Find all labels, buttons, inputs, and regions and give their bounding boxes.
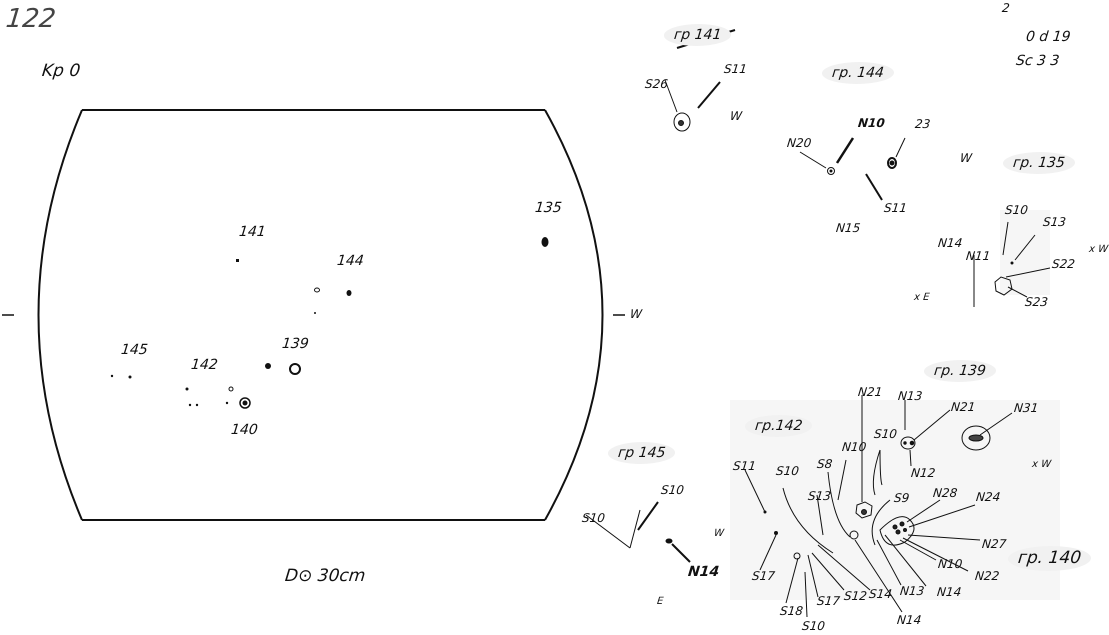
detail-label: N14: [937, 236, 963, 250]
detail-label: N24: [975, 490, 1001, 504]
detail-label: N31: [1013, 401, 1039, 415]
disk-spots: [110, 237, 549, 409]
detail-label: S17: [816, 594, 841, 608]
detail-label: N13: [897, 389, 923, 403]
solar-disk-outline: [2, 109, 625, 521]
detail-label: S26: [644, 77, 669, 91]
detail-label: W: [713, 528, 725, 539]
detail-label: W: [729, 109, 743, 123]
detail-label: N13: [899, 584, 925, 598]
detail-label: S8: [816, 457, 834, 471]
group-label-144: 144: [336, 253, 365, 269]
detail-label: S23: [1024, 295, 1049, 309]
detail-label: S13: [1042, 215, 1067, 229]
group-label-141: 141: [238, 224, 267, 240]
detail-label: S10: [660, 483, 685, 497]
detail-label: x E: [913, 292, 931, 303]
detail-label: S11: [723, 62, 748, 76]
detail-label: S10: [1004, 203, 1029, 217]
detail-label: S9: [893, 491, 911, 505]
detail-label: S10: [801, 619, 826, 633]
detail-label: S17: [751, 569, 776, 583]
detail-label: S18: [779, 604, 804, 618]
detail-background: [1000, 210, 1050, 295]
detail-label: N11: [965, 249, 991, 263]
detail-label: S13: [807, 489, 832, 503]
detail-label: S10: [581, 511, 606, 525]
detail-label: N20: [786, 136, 812, 150]
detail-label: N14: [896, 613, 922, 627]
detail-sketches: [585, 29, 1051, 618]
group-label-140: 140: [230, 422, 259, 438]
page-number: 2: [1001, 1, 1011, 15]
detail-label: S11: [732, 459, 757, 473]
detail-label: N10: [937, 557, 963, 571]
detail-label: x W: [1031, 459, 1052, 470]
detail-label: N10: [857, 116, 886, 130]
detail-label: N28: [932, 486, 958, 500]
detail-label: N21: [950, 400, 976, 414]
detail-title-140: гр. 140: [1006, 546, 1093, 571]
detail-label: W: [959, 151, 973, 165]
detail-label: N12: [910, 466, 936, 480]
disk-east-limb: [37, 109, 83, 521]
detail-label: N14: [936, 585, 962, 599]
kp-label: Kp 0: [41, 61, 82, 81]
detail-label: N22: [974, 569, 1000, 583]
sheet-number: 122: [4, 4, 58, 34]
detail-label: N10: [841, 440, 867, 454]
detail-label: 23: [914, 117, 932, 131]
observation-date: 0 d 19: [1025, 29, 1072, 45]
detail-label: x W: [1088, 244, 1109, 255]
detail-label: N15: [835, 221, 861, 235]
detail-label: S14: [868, 587, 893, 601]
group-label-135: 135: [534, 200, 563, 216]
detail-label: E: [656, 596, 664, 607]
detail-label: S10: [873, 427, 898, 441]
group-label-139: 139: [281, 336, 310, 352]
detail-label: S10: [775, 464, 800, 478]
disk-west-limb: [544, 109, 604, 521]
detail-label: S11: [883, 201, 908, 215]
detail-label: N14: [687, 564, 721, 580]
detail-label: N21: [857, 385, 883, 399]
disk-diameter: D⊙ 30cm: [284, 566, 367, 586]
detail-label: S12: [843, 589, 868, 603]
seeing-estimate: Sc 3 3: [1015, 53, 1061, 69]
group-label-142: 142: [190, 357, 219, 373]
detail-label: N27: [981, 537, 1007, 551]
detail-label: S22: [1051, 257, 1076, 271]
group-label-145: 145: [120, 342, 149, 358]
disk-west-label: W: [629, 307, 643, 321]
